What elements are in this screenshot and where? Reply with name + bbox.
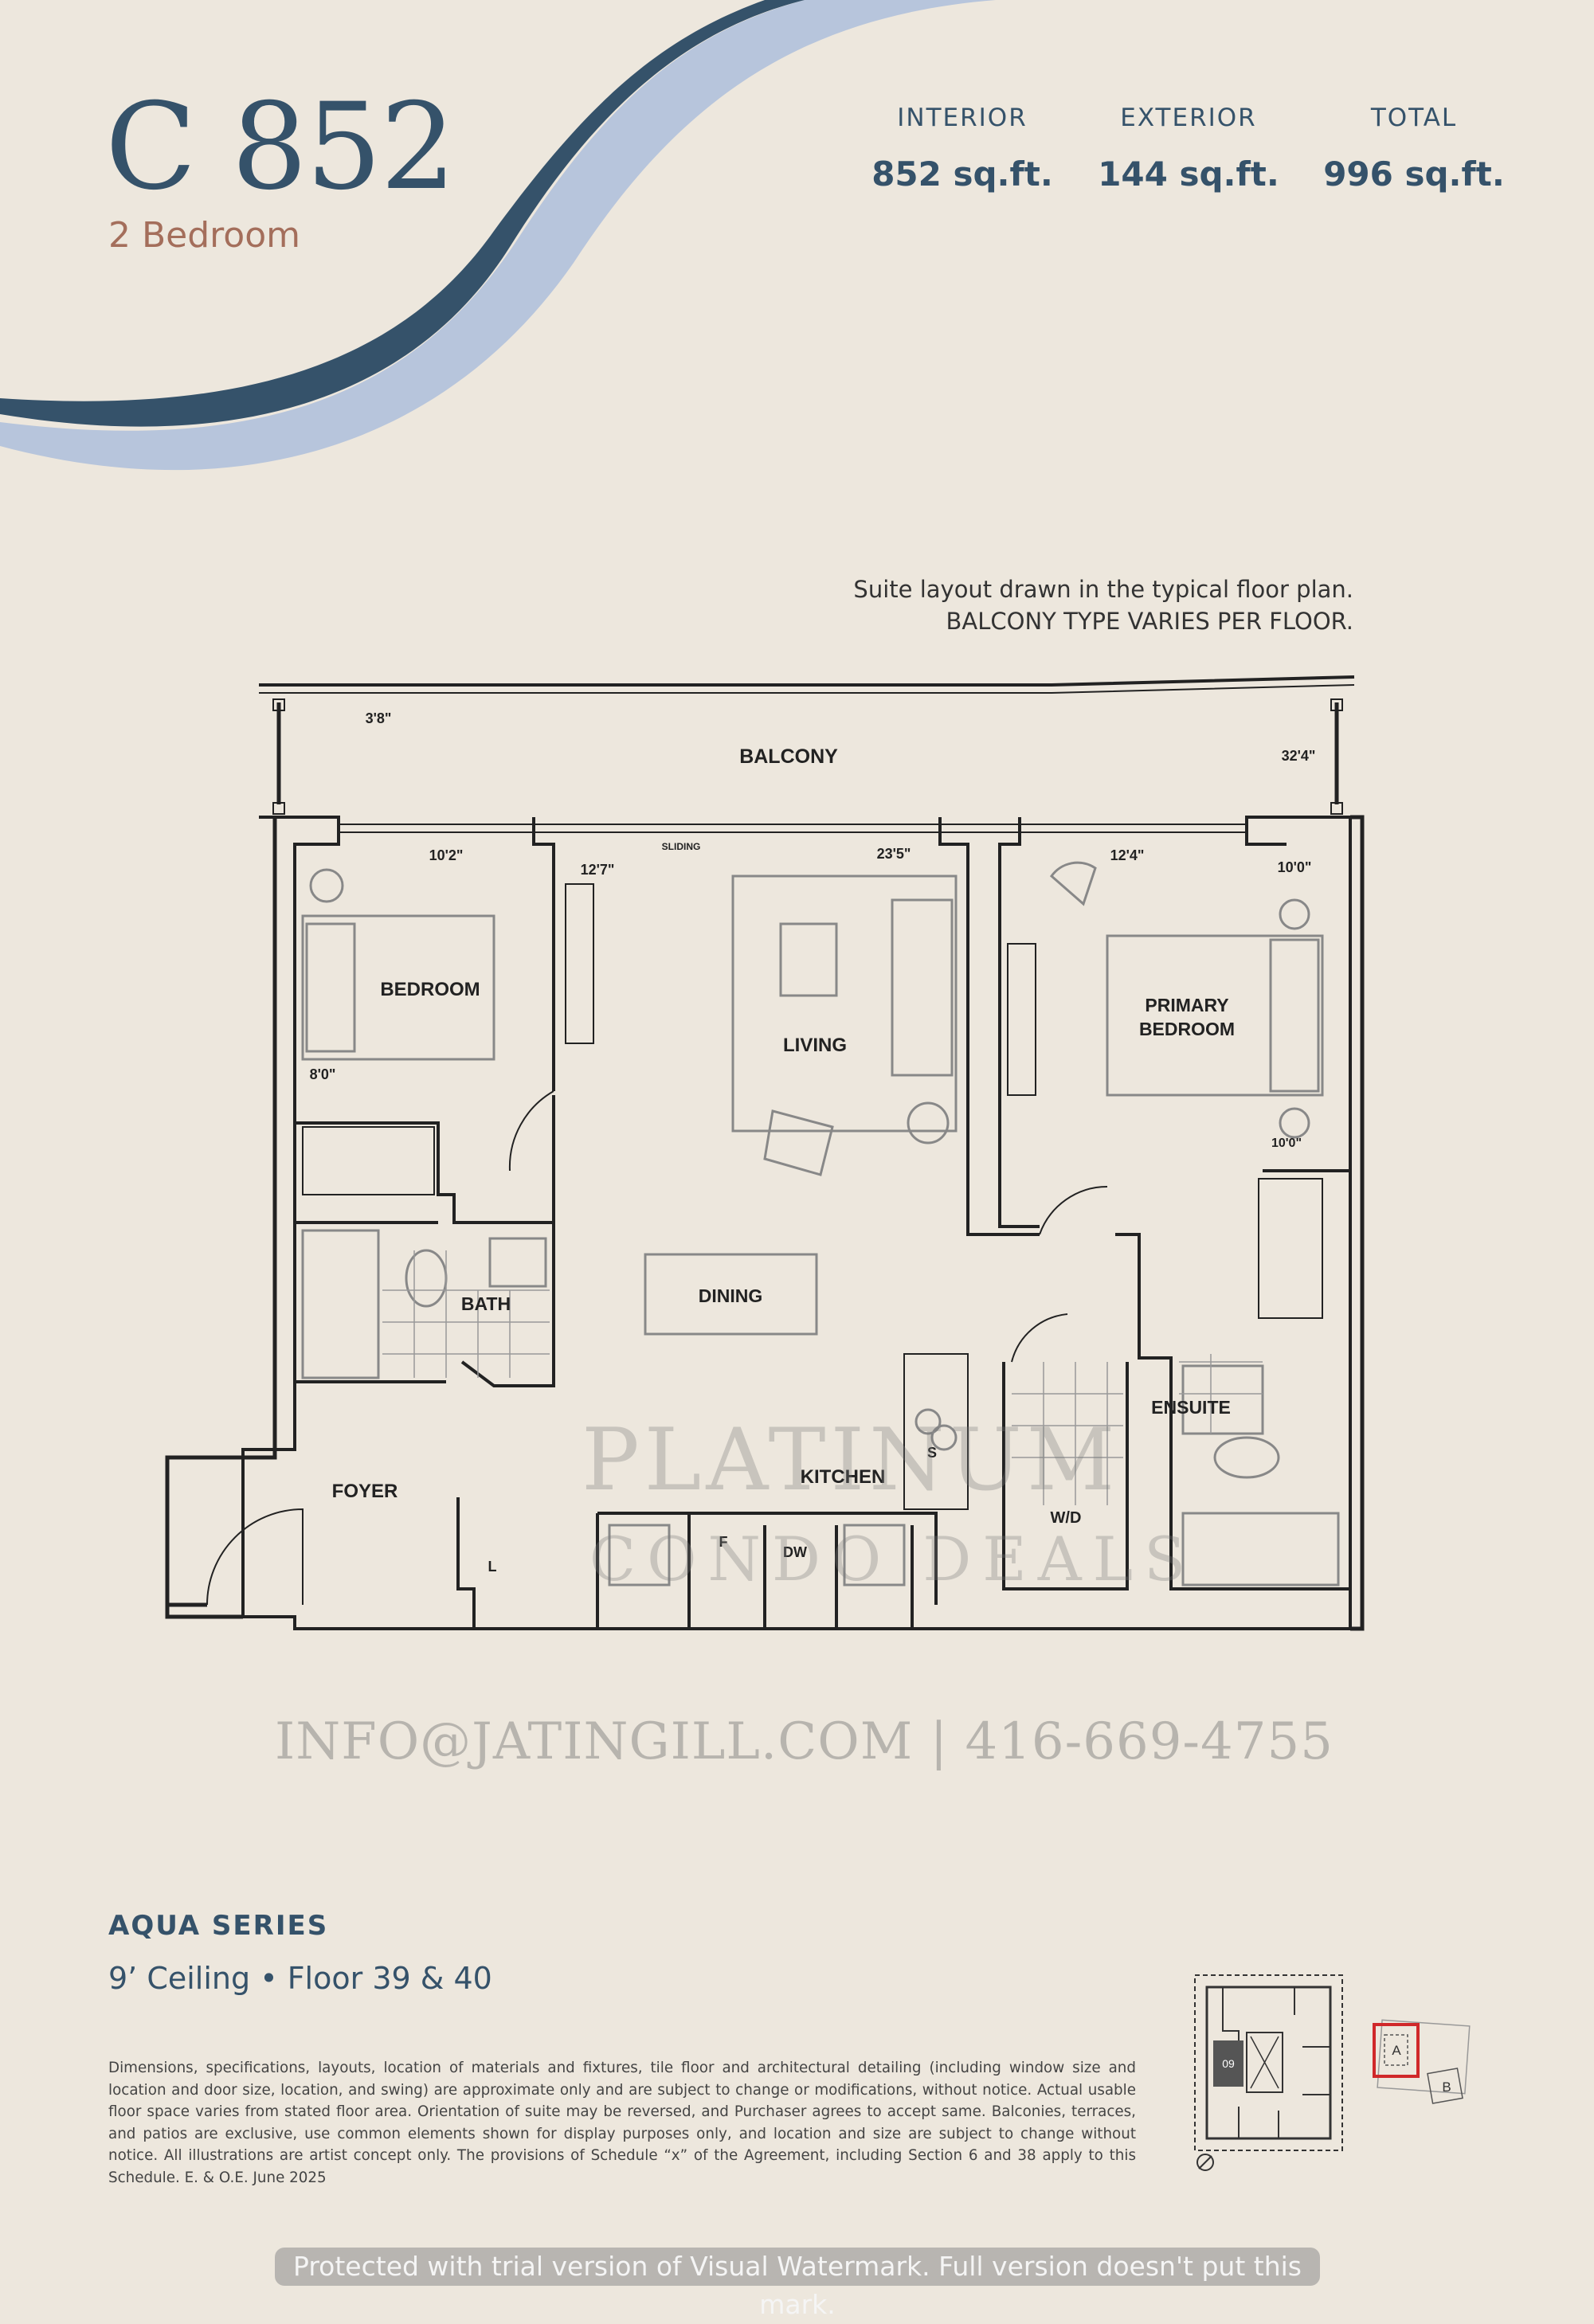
room-label-ensuite: ENSUITE: [1151, 1397, 1231, 1418]
room-label-kitchen: KITCHEN: [801, 1466, 886, 1488]
dim-balcony-width: 32'4": [1282, 748, 1316, 764]
dim-living-depth: 12'7": [581, 862, 615, 878]
dim-living-width: 23'5": [877, 846, 911, 862]
watermark-brand-line-1: PLATINUM: [582, 1410, 1120, 1510]
trial-watermark-banner: Protected with trial version of Visual W…: [275, 2248, 1320, 2320]
area-value: 996 sq.ft.: [1323, 155, 1505, 194]
watermark-contact: INFO@JATINGILL.COM | 416-669-4755: [275, 1712, 1334, 1771]
dishwasher-label: DW: [783, 1544, 807, 1560]
keyplan-unit-label: 09: [1222, 2057, 1235, 2070]
room-label-bedroom: BEDROOM: [380, 979, 480, 1000]
sliding-door-label: SLIDING: [662, 841, 701, 852]
room-label-foyer: FOYER: [332, 1481, 398, 1502]
area-exterior: EXTERIOR 144 sq.ft.: [1085, 104, 1292, 194]
area-label: TOTAL: [1370, 104, 1458, 132]
key-plan: 09 A B: [1194, 1974, 1471, 2171]
area-label: EXTERIOR: [1120, 104, 1257, 132]
area-label: INTERIOR: [897, 104, 1028, 132]
room-label-primary-2: BEDROOM: [1139, 1019, 1235, 1039]
disclaimer-text: Dimensions, specifications, layouts, loc…: [108, 2060, 1136, 2186]
room-label-dining: DINING: [699, 1285, 763, 1306]
keyplan-tower-b: B: [1442, 2079, 1451, 2095]
area-total: TOTAL 996 sq.ft.: [1310, 104, 1518, 194]
floor-plan-drawing: BALCONY BEDROOM LIVING PRIMARY BEDROOM B…: [165, 675, 1365, 1631]
suite-code: C 852: [105, 78, 456, 217]
ceiling-floor-info: 9’ Ceiling • Floor 39 & 40: [108, 1961, 492, 1996]
layout-note-line-1: Suite layout drawn in the typical floor …: [853, 576, 1353, 603]
dim-bedroom-depth: 8'0": [310, 1066, 336, 1082]
room-label-balcony: BALCONY: [739, 745, 838, 768]
fridge-label: F: [719, 1534, 728, 1550]
layout-note: Suite layout drawn in the typical floor …: [853, 573, 1353, 637]
area-interior: INTERIOR 852 sq.ft.: [859, 104, 1066, 194]
room-label-wd: W/D: [1051, 1509, 1082, 1527]
area-value: 144 sq.ft.: [1098, 155, 1279, 194]
series-title: AQUA SERIES: [108, 1910, 329, 1942]
decorative-swoosh: [0, 0, 996, 471]
north-compass-icon: [1196, 2154, 1214, 2171]
dim-primary-depth-2: 10'0": [1271, 1137, 1302, 1150]
layout-note-line-2: BALCONY TYPE VARIES PER FLOOR.: [946, 608, 1354, 635]
suite-type: 2 Bedroom: [108, 215, 300, 256]
dim-bedroom-width: 10'2": [429, 847, 464, 863]
linen-label: L: [488, 1559, 497, 1575]
room-label-bath: BATH: [461, 1293, 511, 1314]
dim-primary-width: 12'4": [1110, 847, 1145, 863]
stove-label: S: [927, 1445, 937, 1461]
dim-balcony-depth: 3'8": [366, 710, 392, 726]
dim-primary-depth-1: 10'0": [1278, 859, 1312, 875]
watermark-brand-line-2: CONDO DEALS: [589, 1524, 1197, 1594]
keyplan-tower-a: A: [1392, 2043, 1401, 2058]
room-label-primary-1: PRIMARY: [1145, 995, 1228, 1015]
room-label-living: LIVING: [783, 1035, 847, 1056]
area-value: 852 sq.ft.: [871, 155, 1053, 194]
